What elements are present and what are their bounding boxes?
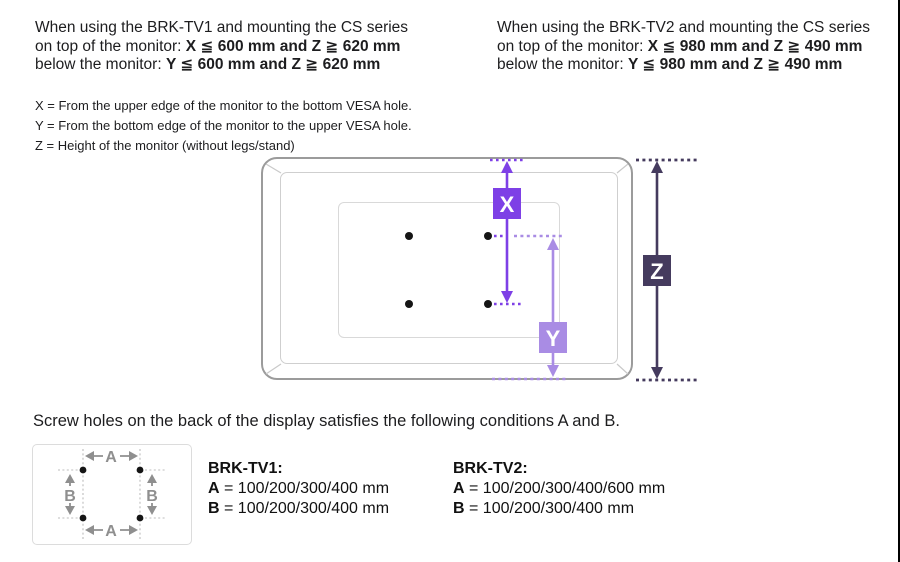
intro-tv1-line3: below the monitor: Y ≦ 600 mm and Z ≧ 62… <box>35 56 408 75</box>
intro-brk-tv2: When using the BRK-TV2 and mounting the … <box>497 19 870 75</box>
intro-tv1-line3-label: below the monitor: <box>35 56 166 73</box>
vesa-pattern-box <box>32 444 192 545</box>
intro-tv1-line2-value: X ≦ 600 mm and Z ≧ 620 mm <box>185 37 401 55</box>
spec-tv1-a-label: A <box>208 480 220 497</box>
spec-tv2-b-label: B <box>453 500 465 517</box>
spec-tv2-b-value: = 100/200/300/400 mm <box>464 500 635 517</box>
spec-tv2-row-b: B = 100/200/300/400 mm <box>453 499 665 519</box>
definition-y: Y = From the bottom edge of the monitor … <box>35 118 412 133</box>
spec-tv1-row-a: A = 100/200/300/400 mm <box>208 479 389 499</box>
spec-tv2-title: BRK-TV2: <box>453 460 528 477</box>
spec-tv2-a-label: A <box>453 480 465 497</box>
vesa-plate <box>338 202 560 338</box>
xyz-definitions: X = From the upper edge of the monitor t… <box>35 96 412 156</box>
spec-tv2-row-a: A = 100/200/300/400/600 mm <box>453 479 665 499</box>
intro-tv1-line2-label: on top of the monitor: <box>35 37 186 55</box>
intro-tv1-line3-value: Y ≦ 600 mm and Z ≧ 620 mm <box>165 56 381 73</box>
intro-tv2-line2: on top of the monitor: X ≦ 980 mm and Z … <box>497 38 870 57</box>
screw-note: Screw holes on the back of the display s… <box>33 412 621 430</box>
intro-tv2-line2-value: X ≦ 980 mm and Z ≧ 490 mm <box>647 37 863 55</box>
intro-tv2-line3-label: below the monitor: <box>497 56 628 73</box>
spec-tv2-a-value: = 100/200/300/400/600 mm <box>464 480 666 497</box>
spec-brk-tv1: BRK-TV1: A = 100/200/300/400 mm B = 100/… <box>208 459 389 519</box>
spec-brk-tv2: BRK-TV2: A = 100/200/300/400/600 mm B = … <box>453 459 665 519</box>
monitor-bezel <box>280 172 618 364</box>
definition-x: X = From the upper edge of the monitor t… <box>35 98 412 113</box>
z-measure-arrow <box>636 158 697 382</box>
spec-tv1-title: BRK-TV1: <box>208 460 283 477</box>
intro-tv1-line1: When using the BRK-TV1 and mounting the … <box>35 19 409 36</box>
z-label: Z <box>650 259 663 284</box>
spec-tv1-a-value: = 100/200/300/400 mm <box>219 480 390 497</box>
intro-tv2-line1: When using the BRK-TV2 and mounting the … <box>497 19 871 36</box>
definition-z: Z = Height of the monitor (without legs/… <box>35 138 295 153</box>
intro-tv2-line2-label: on top of the monitor: <box>497 37 648 55</box>
intro-tv2-line3-value: Y ≦ 980 mm and Z ≧ 490 mm <box>627 56 843 73</box>
spec-tv1-row-b: B = 100/200/300/400 mm <box>208 499 389 519</box>
monitor-outline <box>261 157 633 380</box>
spec-tv1-b-label: B <box>208 500 220 517</box>
capture-edge-line <box>898 0 900 562</box>
intro-tv2-line3: below the monitor: Y ≦ 980 mm and Z ≧ 49… <box>497 56 870 75</box>
spec-tv1-b-value: = 100/200/300/400 mm <box>219 500 390 517</box>
intro-tv1-line2: on top of the monitor: X ≦ 600 mm and Z … <box>35 38 408 57</box>
z-label-badge: Z <box>643 255 671 286</box>
intro-brk-tv1: When using the BRK-TV1 and mounting the … <box>35 19 408 75</box>
